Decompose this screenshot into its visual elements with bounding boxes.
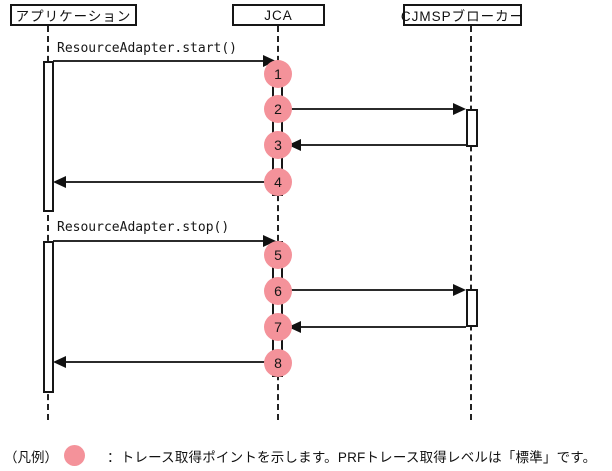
actor-application-label: アプリケーション (15, 9, 132, 24)
arrowhead-right-icon (453, 284, 466, 296)
arrow-line (297, 144, 466, 146)
arrow-line (283, 289, 457, 291)
lifeline-cjmsp-broker (470, 26, 472, 420)
trace-point-2: 2 (264, 95, 292, 123)
arrow-line (53, 240, 267, 242)
arrow-line (53, 60, 267, 62)
trace-point-6: 6 (264, 277, 292, 305)
arrow-line (62, 181, 272, 183)
message-label-start: ResourceAdapter.start() (57, 41, 238, 56)
message-arrow-jca-to-broker-1 (283, 103, 466, 115)
message-arrow-broker-to-jca-2 (288, 321, 466, 333)
trace-point-4: 4 (264, 168, 292, 196)
arrowhead-left-icon (53, 356, 66, 368)
trace-point-7: 7 (264, 313, 292, 341)
message-arrow-resourceadapter-stop (53, 235, 276, 247)
actor-cjmsp-broker-label: CJMSPブローカー (400, 9, 525, 24)
message-arrow-jca-to-broker-2 (283, 284, 466, 296)
arrowhead-left-icon (53, 176, 66, 188)
message-arrow-jca-to-application-2 (53, 356, 272, 368)
legend-title: （凡例） (4, 450, 58, 465)
trace-point-1: 1 (264, 60, 292, 88)
trace-point-3: 3 (264, 131, 292, 159)
arrowhead-right-icon (453, 103, 466, 115)
trace-point-8: 8 (264, 349, 292, 377)
message-label-stop: ResourceAdapter.stop() (57, 220, 230, 235)
actor-application: アプリケーション (10, 4, 137, 26)
activation-bar-application-2 (43, 241, 54, 393)
arrow-line (297, 326, 466, 328)
legend-description: ：トレース取得ポイントを示します。PRFトレース取得レベルは「標準」です。 (107, 450, 597, 465)
activation-bar-broker-2 (466, 289, 478, 327)
arrow-line (62, 361, 272, 363)
message-arrow-resourceadapter-start (53, 55, 276, 67)
actor-jca-label: JCA (264, 7, 293, 23)
message-arrow-broker-to-jca-1 (288, 139, 466, 151)
actor-cjmsp-broker: CJMSPブローカー (400, 4, 525, 26)
actor-jca: JCA (232, 4, 325, 26)
activation-bar-broker-1 (466, 109, 478, 147)
trace-point-5: 5 (264, 241, 292, 269)
lifeline-jca (277, 26, 279, 420)
arrow-line (283, 108, 457, 110)
lifeline-application (47, 26, 49, 420)
trace-point-legend-icon (64, 445, 85, 466)
message-arrow-jca-to-application-1 (53, 176, 272, 188)
activation-bar-application-1 (43, 61, 54, 212)
